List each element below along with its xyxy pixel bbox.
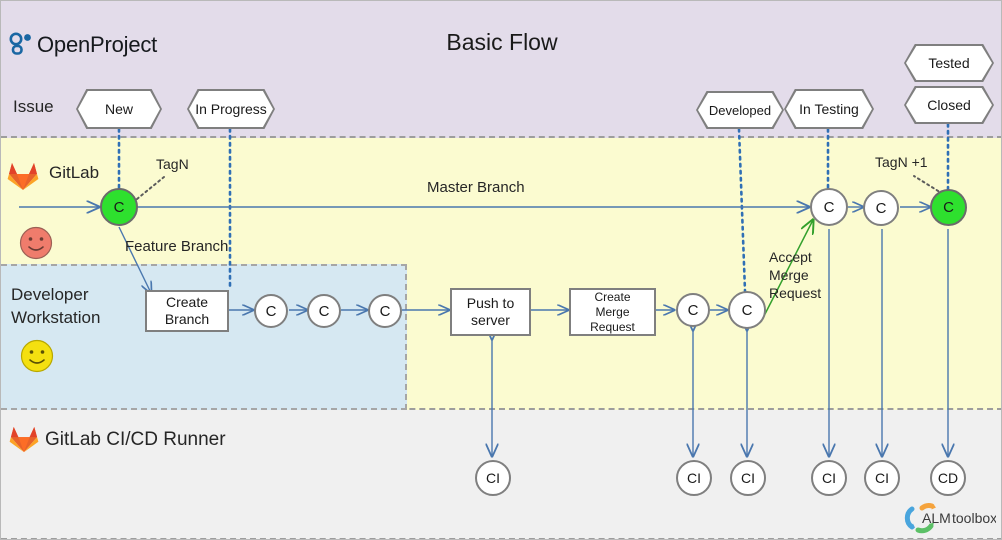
pipeline-ci-5[interactable]: CI [864,460,900,496]
dev-line2: Workstation [11,307,101,327]
issue-state-in-progress[interactable]: In Progress [187,89,275,129]
svg-text:ALM: ALM [922,510,951,526]
pipeline-ci-4[interactable]: CI [811,460,847,496]
issue-state-new[interactable]: New [76,89,162,129]
issue-state-new-label: New [78,91,160,127]
swimlane-developer-workstation [1,264,407,410]
pipeline-cd-1[interactable]: CD [930,460,966,496]
openproject-logo-icon [9,32,31,55]
lane-label-gitlab-ci-cd-runner: GitLab CI/CD Runner [45,429,226,450]
issue-state-developed-label: Developed [698,93,782,127]
commit-feature-c5[interactable]: C [728,291,766,329]
svg-text:toolbox: toolbox [952,510,996,526]
issue-state-in-progress-label: In Progress [189,91,273,127]
amr-line1: Accept [769,249,812,265]
issue-state-in-testing-label: In Testing [786,91,872,127]
tag-n-plus-1-label: TagN +1 [875,154,928,170]
pipeline-ci-1[interactable]: CI [475,460,511,496]
almtoolbox-logo-icon: ALM toolbox [904,503,997,534]
dev-line1: Developer [11,285,89,304]
commit-master-c2[interactable]: C [810,188,848,226]
amr-line2: Merge [769,266,809,283]
issue-state-tested[interactable]: Tested [904,44,994,82]
commit-master-c1[interactable]: C [100,188,138,226]
feature-branch-label: Feature Branch [125,238,229,255]
issue-state-closed[interactable]: Closed [904,86,994,124]
pipeline-ci-3[interactable]: CI [730,460,766,496]
commit-master-c4[interactable]: C [930,189,967,226]
openproject-wordmark: OpenProject [37,32,158,57]
tag-n-label: TagN [156,156,189,172]
amr-line3: Request [769,284,822,301]
smiley-red-icon [19,226,53,260]
commit-feature-c3[interactable]: C [368,294,402,328]
issue-state-tested-label: Tested [906,46,992,80]
commit-feature-c1[interactable]: C [254,294,288,328]
gitlab-fox-icon [7,163,39,190]
commit-feature-c2[interactable]: C [307,294,341,328]
commit-master-c3[interactable]: C [863,190,899,226]
pipeline-ci-2[interactable]: CI [676,460,712,496]
issue-state-closed-label: Closed [906,88,992,122]
swimlane-issue [1,1,1001,138]
lane-label-gitlab: GitLab [49,163,100,182]
gitlab-ci-fox-icon [9,426,39,453]
master-branch-label: Master Branch [427,179,525,196]
smiley-yellow-icon [20,339,54,373]
page-title: Basic Flow [446,29,558,55]
lane-label-issue: Issue [13,97,54,116]
almtoolbox-logo: ALM toolbox [900,501,997,535]
issue-state-in-testing[interactable]: In Testing [784,89,874,129]
issue-state-developed[interactable]: Developed [696,91,784,129]
commit-feature-c4[interactable]: C [676,293,710,327]
